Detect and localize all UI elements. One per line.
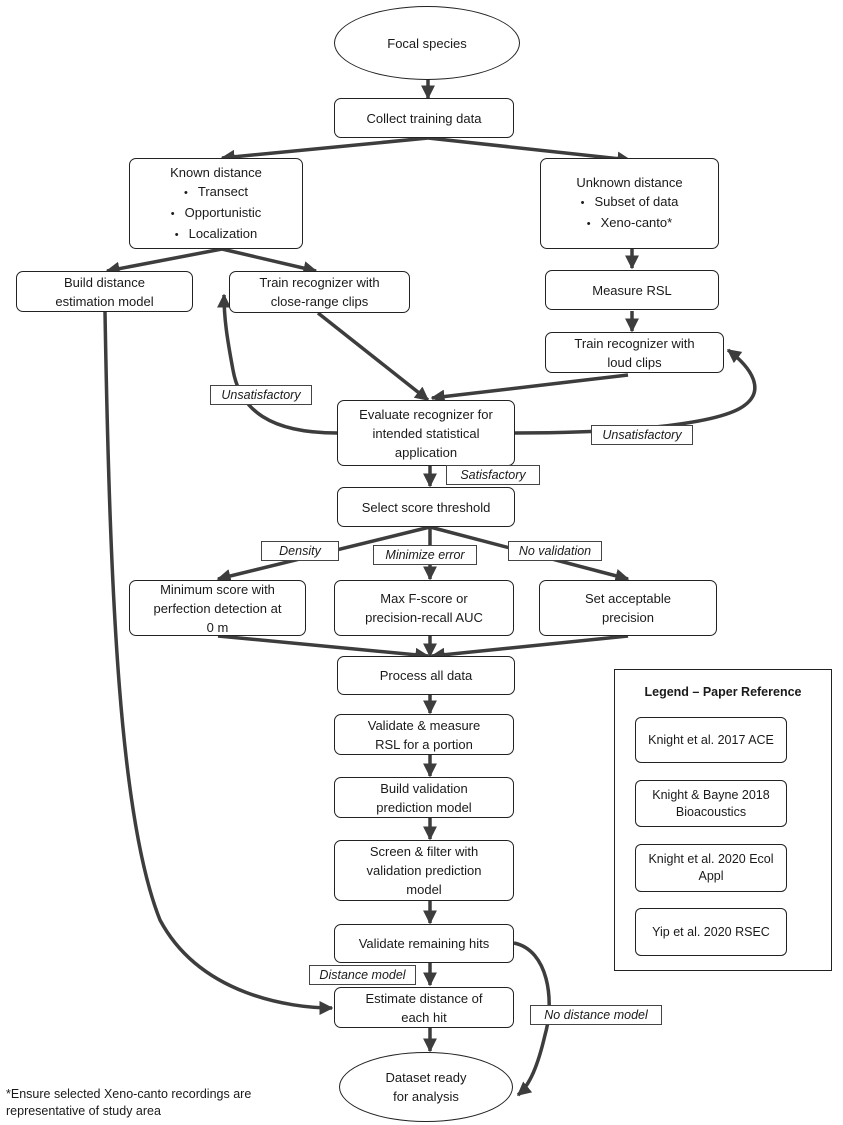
focal-species-node: Focal species — [334, 6, 520, 80]
node-label: Measure RSL — [592, 282, 672, 298]
legend-item-label: Bioacoustics — [675, 804, 747, 819]
footnote-line: *Ensure selected Xeno-canto recordings a… — [6, 1087, 252, 1101]
legend-item-label: Knight & Bayne 2018 — [652, 787, 770, 802]
node-label: validation prediction — [366, 863, 482, 878]
validate-remaining-hits-node: Validate remaining hits — [334, 924, 514, 963]
collect-training-data-node: Collect training data — [334, 98, 514, 138]
unknown-distance-node: Unknown distance Subset of data Xeno-can… — [540, 158, 719, 249]
node-label: estimation model — [55, 293, 154, 309]
edge-set-precision-to-process — [430, 634, 629, 662]
node-label: Build validation — [380, 780, 468, 796]
select-score-threshold-node: Select score threshold — [337, 487, 515, 527]
edge-min-score-to-process — [217, 634, 430, 662]
legend-item-label: Knight et al. 2017 ACE — [648, 732, 774, 747]
legend-item-yip-2020: Yip et al. 2020 RSEC — [635, 908, 787, 956]
edge-known-to-build-distance — [105, 247, 223, 276]
node-label: Validate remaining hits — [358, 936, 490, 951]
node-label: Train recognizer with — [259, 275, 380, 290]
max-f-score-node: Max F-score or precision-recall AUC — [334, 580, 514, 636]
node-label: Set acceptable — [584, 591, 671, 606]
node-label: precision-recall AUC — [365, 610, 483, 625]
legend-item-label: Knight et al. 2020 Ecol — [648, 852, 774, 866]
edge-known-to-train-close — [221, 247, 318, 275]
node-label: RSL for a portion — [375, 736, 473, 752]
edge-validate-remaining-to-dataset-ready — [513, 941, 551, 1097]
edge-label-minimize-error: Minimize error — [373, 545, 477, 565]
node-label: prediction model — [376, 799, 472, 815]
process-all-data-node: Process all data — [337, 656, 515, 695]
edge-label-density: Density — [261, 541, 339, 561]
bullet-item: Localization — [175, 224, 258, 245]
edge-label-unsatisfactory-right: Unsatisfactory — [591, 425, 693, 445]
edge-unsatisfactory-left-loop — [217, 293, 338, 435]
node-label: Estimate distance of — [365, 990, 483, 1006]
known-distance-node: Known distance Transect Opportunistic Lo… — [129, 158, 303, 249]
node-label: perfection detection at — [153, 600, 282, 616]
validate-measure-rsl-node: Validate & measure RSL for a portion — [334, 714, 514, 755]
edge-train-loud-to-evaluate — [430, 373, 629, 404]
node-label: 0 m — [206, 619, 229, 635]
node-label: Max F-score or — [380, 591, 468, 606]
edge-label-distance-model: Distance model — [309, 965, 416, 985]
node-label: Screen & filter with — [369, 844, 479, 859]
node-label: application — [394, 444, 458, 460]
node-label: Unknown distance — [576, 175, 683, 190]
node-label: Dataset ready — [385, 1070, 467, 1085]
edge-label-no-validation: No validation — [508, 541, 602, 561]
footnote: *Ensure selected Xeno-canto recordings a… — [6, 1086, 251, 1120]
build-distance-model-node: Build distance estimation model — [16, 271, 193, 312]
bullet-item: Transect — [184, 182, 248, 203]
bullet-item: Xeno-canto* — [587, 213, 673, 234]
screen-filter-node: Screen & filter with validation predicti… — [334, 840, 514, 901]
node-label: Train recognizer with — [574, 335, 695, 351]
train-loud-clips-node: Train recognizer with loud clips — [545, 332, 724, 373]
legend-item-knight-bayne-2018: Knight & Bayne 2018 Bioacoustics — [635, 780, 787, 827]
footnote-line: representative of study area — [6, 1104, 161, 1118]
minimum-score-node: Minimum score with perfection detection … — [129, 580, 306, 636]
edge-build-distance-to-estimate — [103, 311, 334, 1015]
node-label: Collect training data — [366, 110, 482, 126]
node-label: Build distance — [64, 274, 145, 290]
edge-label-satisfactory: Satisfactory — [446, 465, 540, 485]
node-label: Focal species — [387, 35, 467, 51]
node-label: close-range clips — [270, 294, 369, 309]
legend-item-label: Yip et al. 2020 RSEC — [652, 924, 770, 939]
edge-collect-to-known — [220, 136, 429, 164]
legend-panel: Legend – Paper Reference Knight et al. 2… — [614, 669, 832, 971]
node-label: Known distance — [170, 164, 262, 180]
estimate-distance-node: Estimate distance of each hit — [334, 987, 514, 1028]
node-label: model — [406, 882, 442, 897]
node-label: Select score threshold — [361, 499, 491, 515]
node-label: loud clips — [607, 354, 662, 370]
legend-item-knight-2020: Knight et al. 2020 Ecol Appl — [635, 844, 787, 892]
build-validation-model-node: Build validation prediction model — [334, 777, 514, 818]
node-label: Process all data — [379, 668, 473, 683]
node-label: precision — [601, 610, 655, 625]
edge-collect-to-unknown — [427, 136, 632, 166]
legend-item-label: Appl — [698, 869, 724, 883]
edge-train-close-to-evaluate — [316, 311, 430, 402]
edge-label-no-distance-model: No distance model — [530, 1005, 662, 1025]
train-close-range-node: Train recognizer with close-range clips — [229, 271, 410, 313]
legend-title: Legend – Paper Reference — [644, 685, 802, 699]
set-acceptable-precision-node: Set acceptable precision — [539, 580, 717, 636]
node-label: for analysis — [393, 1089, 459, 1104]
legend-item-knight-2017: Knight et al. 2017 ACE — [635, 717, 787, 763]
node-label: intended statistical — [372, 425, 480, 441]
node-label: each hit — [401, 1009, 447, 1025]
bullet-item: Subset of data — [581, 192, 679, 213]
evaluate-recognizer-node: Evaluate recognizer for intended statist… — [337, 400, 515, 466]
edge-label-unsatisfactory-left: Unsatisfactory — [210, 385, 312, 405]
edge-unsatisfactory-right-loop — [514, 348, 757, 435]
node-label: Validate & measure — [367, 717, 481, 733]
node-label: Evaluate recognizer for — [359, 406, 493, 422]
dataset-ready-node: Dataset ready for analysis — [339, 1052, 513, 1122]
bullet-item: Opportunistic — [171, 203, 262, 224]
measure-rsl-node: Measure RSL — [545, 270, 719, 310]
node-label: Minimum score with — [160, 581, 275, 597]
